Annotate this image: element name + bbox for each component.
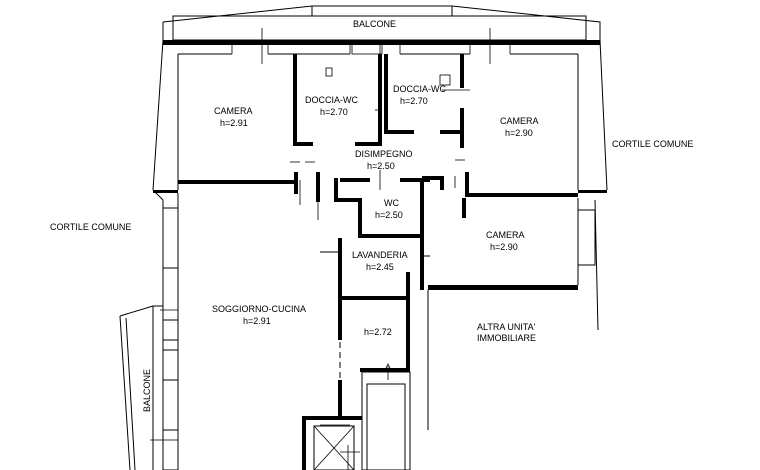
room-lavanderia-height: h=2.45 — [366, 262, 394, 272]
room-altra-unita-name: ALTRA UNITA' — [477, 322, 536, 332]
room-altra-unita-sub: IMMOBILIARE — [477, 333, 536, 343]
room-soggiorno-name: SOGGIORNO-CUCINA — [212, 304, 306, 314]
interior-walls — [178, 43, 578, 470]
outer-walls — [152, 39, 608, 470]
room-doccia-1-height: h=2.70 — [320, 107, 348, 117]
cortile-left-label: CORTILE COMUNE — [50, 222, 131, 232]
room-disimpegno-height: h=2.50 — [367, 161, 395, 171]
door-marks — [150, 89, 470, 441]
room-doccia-2-name: DOCCIA-WC — [393, 84, 446, 94]
room-lavanderia-name: LAVANDERIA — [352, 250, 408, 260]
room-camera-1-height: h=2.91 — [220, 118, 248, 128]
room-camera-1-name: CAMERA — [214, 106, 253, 116]
room-camera-2-name: CAMERA — [500, 116, 539, 126]
room-soggiorno-height: h=2.91 — [243, 316, 271, 326]
room-doccia-1-name: DOCCIA-WC — [305, 95, 358, 105]
room-doccia-2-height: h=2.70 — [400, 96, 428, 106]
room-wc-height: h=2.50 — [375, 210, 403, 220]
room-camera-3-height: h=2.90 — [490, 242, 518, 252]
balcone-left-label: BALCONE — [142, 369, 152, 412]
top-windows — [231, 28, 511, 70]
room-corridor-height: h=2.72 — [364, 327, 392, 337]
room-disimpegno-name: DISIMPEGNO — [355, 149, 413, 159]
room-camera-2-height: h=2.90 — [505, 128, 533, 138]
left-balcony — [119, 305, 163, 470]
cortile-right-label: CORTILE COMUNE — [612, 139, 693, 149]
room-camera-3-name: CAMERA — [486, 230, 525, 240]
balcone-top-label: BALCONE — [353, 19, 396, 29]
room-wc-name: WC — [384, 198, 399, 208]
